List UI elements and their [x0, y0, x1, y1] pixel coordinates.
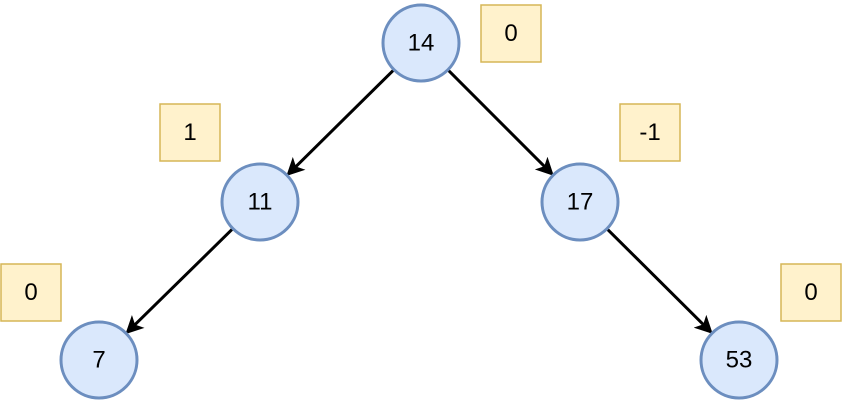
edge-arrow	[286, 68, 396, 177]
balance-factor-value: 0	[804, 279, 817, 306]
tree-node-53: 53	[699, 320, 779, 400]
badge-box	[0, 263, 62, 322]
node-value: 17	[567, 189, 594, 216]
node-circle	[540, 162, 620, 242]
balance-factor-value: -1	[639, 119, 660, 146]
tree-node-14: 14	[381, 3, 461, 83]
balance-badges-layer: 0 1 -1 0 0	[0, 4, 842, 322]
nodes-layer: 14 11 17 7 53	[59, 3, 779, 400]
badge-box	[619, 103, 681, 162]
balance-factor-value: 0	[504, 20, 517, 47]
node-value: 7	[92, 347, 105, 374]
node-circle	[220, 162, 300, 242]
balance-factor-badge-7: 0	[0, 263, 62, 322]
balance-factor-value: 1	[183, 119, 196, 146]
node-value: 53	[726, 347, 753, 374]
edge-n17-n53	[605, 227, 713, 334]
badge-box	[159, 103, 221, 162]
balance-factor-badge-14: 0	[480, 4, 542, 63]
node-value: 11	[248, 189, 273, 216]
tree-node-17: 17	[540, 162, 620, 242]
balance-factor-badge-11: 1	[159, 103, 221, 162]
balance-factor-badge-53: 0	[780, 263, 842, 322]
edge-n14-n11	[286, 68, 396, 177]
node-value: 14	[408, 30, 435, 57]
edge-n14-n17	[446, 68, 554, 176]
balance-factor-value: 0	[24, 279, 37, 306]
edge-arrow	[446, 68, 554, 176]
node-circle	[381, 3, 461, 83]
tree-node-7: 7	[59, 320, 139, 400]
tree-node-11: 11	[220, 162, 300, 242]
badge-box	[480, 4, 542, 63]
badge-box	[780, 263, 842, 322]
node-circle	[59, 320, 139, 400]
edge-n11-n7	[125, 227, 234, 335]
balance-factor-badge-17: -1	[619, 103, 681, 162]
edge-arrow	[125, 227, 234, 335]
node-circle	[699, 320, 779, 400]
edge-arrow	[605, 227, 713, 334]
edges-layer	[125, 68, 713, 335]
